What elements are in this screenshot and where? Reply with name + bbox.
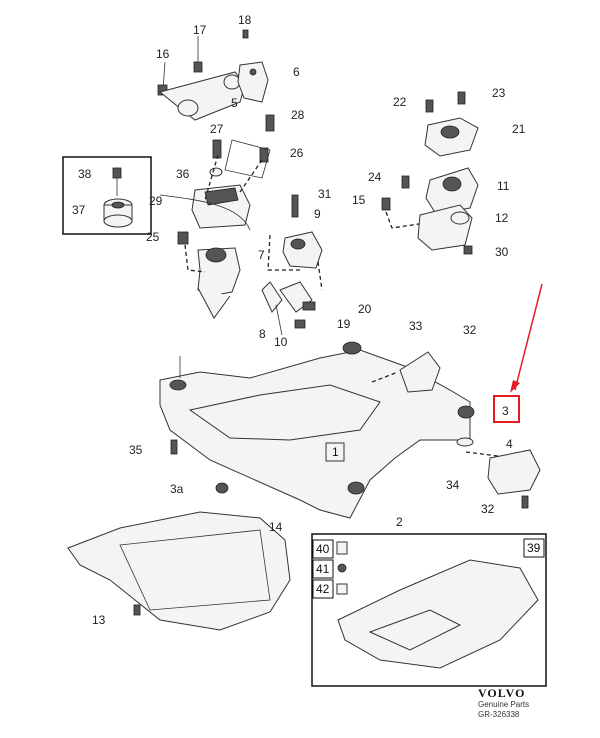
- callout-24: 24: [368, 170, 382, 184]
- callout-31: 31: [318, 187, 332, 201]
- subframe: [159, 341, 541, 519]
- callout-3a: 3a: [170, 482, 184, 496]
- callout-19: 19: [337, 317, 351, 331]
- callout-20: 20: [358, 302, 372, 316]
- brand-subtitle: Genuine Parts: [478, 700, 529, 709]
- callout-14: 14: [269, 520, 283, 534]
- callout-30: 30: [495, 245, 509, 259]
- callout-12: 12: [495, 211, 509, 225]
- callout-34: 34: [446, 478, 460, 492]
- callout-36: 36: [176, 167, 190, 181]
- callout-18: 18: [238, 13, 252, 27]
- callout-22: 22: [393, 95, 407, 109]
- callout-17: 17: [193, 23, 207, 37]
- callout-42: 42: [316, 582, 330, 596]
- callout-labels: 17 18 16 6 5 28 27 26 36 29 25 7 38 37 3…: [72, 13, 541, 627]
- upper-right-mount-group: [381, 91, 479, 255]
- callout-2: 2: [396, 515, 403, 529]
- inset-box-rubber-bushing: [62, 156, 152, 235]
- middle-bracket-group: [261, 194, 323, 336]
- upper-mount-group: [157, 29, 275, 319]
- callout-23: 23: [492, 86, 506, 100]
- undertray: [67, 511, 291, 631]
- callout-9: 9: [314, 207, 321, 221]
- red-arrow-head: [510, 380, 520, 393]
- callout-11: 11: [497, 179, 510, 193]
- red-highlight-box: [493, 395, 520, 423]
- callout-15: 15: [352, 193, 366, 207]
- volvo-logo: VOLVO: [478, 686, 525, 700]
- callout-7: 7: [258, 248, 265, 262]
- brand-block: VOLVO Genuine Parts GR-326338: [478, 686, 529, 719]
- callout-13: 13: [92, 613, 106, 627]
- callout-6: 6: [293, 65, 300, 79]
- callout-10: 10: [274, 335, 288, 349]
- callout-40: 40: [316, 542, 330, 556]
- callout-27: 27: [210, 122, 224, 136]
- callout-29: 29: [149, 194, 163, 208]
- callout-21: 21: [512, 122, 526, 136]
- callout-25: 25: [146, 230, 160, 244]
- callout-39: 39: [527, 541, 541, 555]
- callout-28: 28: [291, 108, 305, 122]
- callout-1: 1: [332, 445, 339, 459]
- callout-37: 37: [72, 203, 86, 217]
- inset-box-undertray: [311, 533, 547, 687]
- callout-3: 3: [502, 404, 509, 418]
- callout-32-bottom: 32: [481, 502, 495, 516]
- callout-32-top: 32: [463, 323, 477, 337]
- callout-33: 33: [409, 319, 423, 333]
- callout-41: 41: [316, 562, 330, 576]
- callout-4: 4: [506, 437, 513, 451]
- callout-38: 38: [78, 167, 92, 181]
- highlight-annotation: [493, 283, 543, 423]
- callout-16: 16: [156, 47, 170, 61]
- callout-5: 5: [231, 96, 238, 110]
- callout-35: 35: [129, 443, 143, 457]
- callout-8: 8: [259, 327, 266, 341]
- red-arrow: [514, 283, 543, 391]
- diagram-code: GR-326338: [478, 710, 520, 719]
- callout-26: 26: [290, 146, 304, 160]
